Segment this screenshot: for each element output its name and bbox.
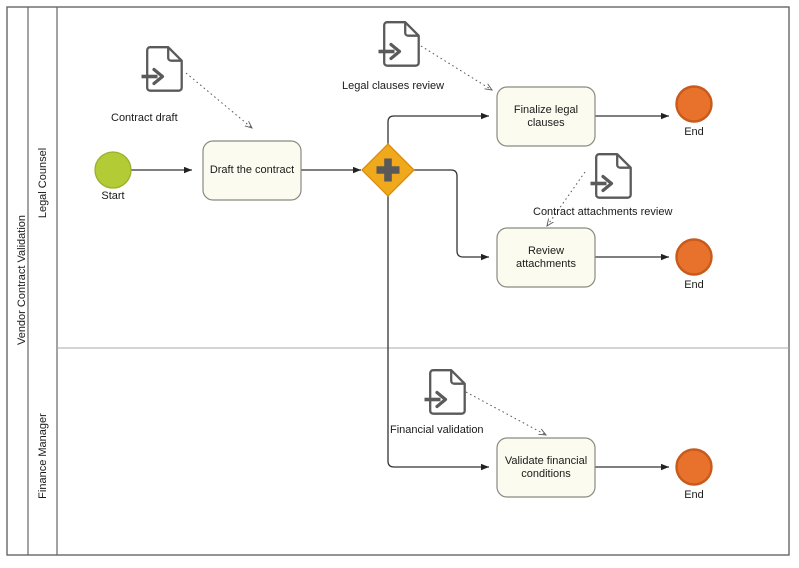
flow-gateway-to-finalize xyxy=(387,112,489,145)
data-input-icon-financial-validation[interactable] xyxy=(424,369,466,415)
assoc-attachments-to-review xyxy=(547,171,586,226)
task-label-validate-financial-conditions: Validate financial conditions xyxy=(504,454,588,480)
assoc-financial-to-validate xyxy=(465,391,546,435)
pool-label: Vendor Contract Validation xyxy=(16,214,28,346)
lane-label-finance-manager: Finance Manager xyxy=(37,413,49,499)
end-event-3[interactable] xyxy=(675,448,713,486)
data-input-icon-legal-clauses-review[interactable] xyxy=(378,21,420,67)
flow-gateway-to-review xyxy=(413,169,489,261)
data-input-icon-contract-draft[interactable] xyxy=(141,46,183,92)
task-label-draft-the-contract: Draft the contract xyxy=(209,164,295,176)
parallel-gateway[interactable] xyxy=(361,143,415,197)
end-event-1[interactable] xyxy=(675,85,713,123)
pool-vendor-contract-validation[interactable] xyxy=(6,6,790,556)
assoc-contract-draft-to-draft xyxy=(185,72,252,128)
task-validate-financial-conditions[interactable] xyxy=(496,437,596,498)
task-label-review-attachments: Review attachments xyxy=(516,244,576,270)
lane-label-legal-counsel: Legal Counsel xyxy=(37,147,49,219)
end-event-2[interactable] xyxy=(675,238,713,276)
task-finalize-legal-clauses[interactable] xyxy=(496,86,596,147)
start-event-start[interactable] xyxy=(94,151,132,189)
data-input-icon-contract-attachments-review[interactable] xyxy=(590,153,632,199)
task-label-finalize-legal-clauses: Finalize legal clauses xyxy=(513,103,579,129)
flow-gateway-to-validate xyxy=(387,195,489,471)
task-draft-the-contract[interactable] xyxy=(202,140,302,201)
assoc-legal-clauses-to-finalize xyxy=(420,45,492,90)
task-review-attachments[interactable] xyxy=(496,227,596,288)
